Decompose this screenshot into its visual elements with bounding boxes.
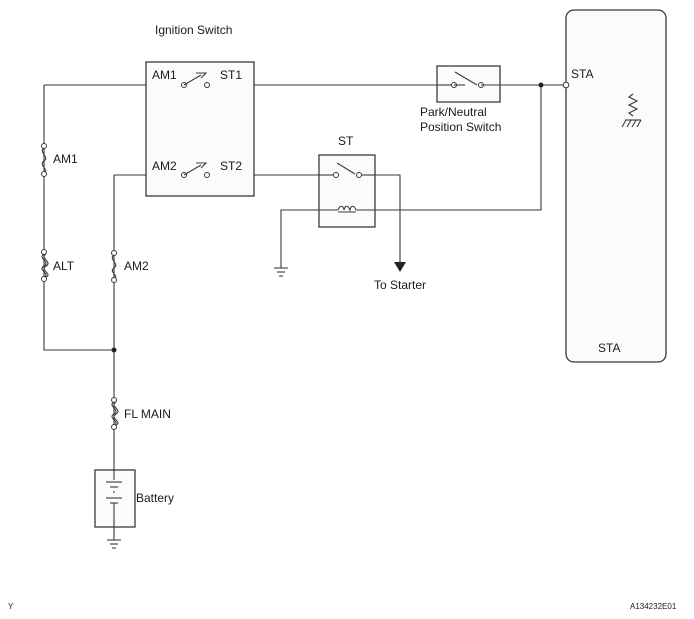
battery-label: Battery [136, 491, 174, 505]
figure-code: A134232E01 [630, 602, 677, 611]
ignition-am2-label: AM2 [152, 159, 177, 173]
to-starter-label: To Starter [374, 278, 426, 292]
ignition-switch: Ignition Switch AM1 ST1 AM2 ST2 [145, 23, 255, 197]
ecm-box: STA STA [562, 9, 667, 363]
ignition-am1-label: AM1 [152, 68, 177, 82]
fuse-am1-label: AM1 [53, 152, 78, 166]
ecm-sta-label: STA [598, 341, 620, 355]
ignition-st1-label: ST1 [220, 68, 242, 82]
fuse-am2-label: AM2 [124, 259, 149, 273]
battery: Battery [94, 469, 174, 540]
to-starter-arrow: To Starter [374, 262, 426, 292]
corner-mark: Y [8, 602, 14, 611]
fuse-fl-main-label: FL MAIN [124, 407, 171, 421]
junction-dot [111, 347, 117, 353]
st-relay: ST [318, 134, 376, 228]
ignition-contact-am2-st2 [181, 162, 210, 178]
fuse-alt: ALT [41, 249, 75, 282]
park-neutral-position-switch: Park/Neutral Position Switch [420, 65, 501, 134]
fuse-alt-label: ALT [53, 259, 75, 273]
park-neutral-label-line1: Park/Neutral [420, 105, 487, 119]
junction-dot [538, 82, 544, 88]
park-neutral-label-line2: Position Switch [420, 120, 501, 134]
sta-terminal-label: STA [571, 67, 593, 81]
st-relay-title: ST [338, 134, 354, 148]
ignition-contact-am1-st1 [181, 72, 210, 88]
ground-relay-icon [274, 267, 288, 277]
ignition-st2-label: ST2 [220, 159, 242, 173]
ignition-switch-title: Ignition Switch [155, 23, 232, 37]
fuse-am1: AM1 [41, 143, 78, 177]
fuse-fl-main: FL MAIN [111, 397, 171, 430]
ground-battery-icon [107, 539, 121, 549]
fuse-am2: AM2 [111, 250, 149, 283]
